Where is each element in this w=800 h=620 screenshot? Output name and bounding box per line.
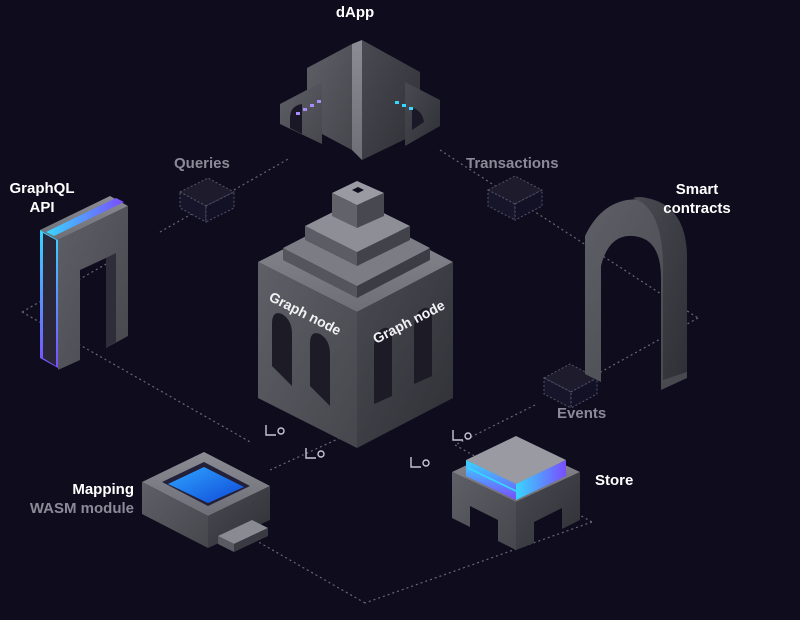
events-packet-icon — [542, 363, 599, 409]
transactions-edge-label: Transactions — [466, 155, 559, 172]
graphql-api-icon — [40, 196, 128, 370]
port-icons — [265, 425, 472, 468]
smart-contracts-icon — [585, 197, 687, 390]
mapping-label: Mapping — [72, 481, 134, 498]
smart-contracts-label-line2: contracts — [663, 200, 731, 217]
dapp-label: dApp — [335, 4, 375, 21]
transactions-packet-icon — [486, 175, 544, 221]
smart-contracts-label-line1: Smart — [675, 181, 719, 198]
graphql-api-label-line1: GraphQL — [9, 180, 75, 197]
queries-packet-icon — [178, 177, 236, 223]
graph-node-icon: Graph node Graph node — [258, 181, 453, 448]
mapping-wasm-icon — [142, 452, 270, 552]
wasm-module-label: WASM module — [29, 500, 134, 517]
graphql-api-label-line2: API — [29, 199, 55, 216]
smart-contracts-label: Smart contracts — [652, 180, 742, 218]
store-label: Store — [595, 472, 634, 489]
events-edge-label: Events — [557, 405, 607, 422]
queries-edge-label: Queries — [174, 155, 230, 172]
graphql-api-label: GraphQL API — [4, 179, 80, 217]
dapp-icon — [280, 40, 440, 160]
mapping-wasm-label: Mapping WASM module — [10, 480, 134, 518]
store-icon — [452, 436, 580, 550]
